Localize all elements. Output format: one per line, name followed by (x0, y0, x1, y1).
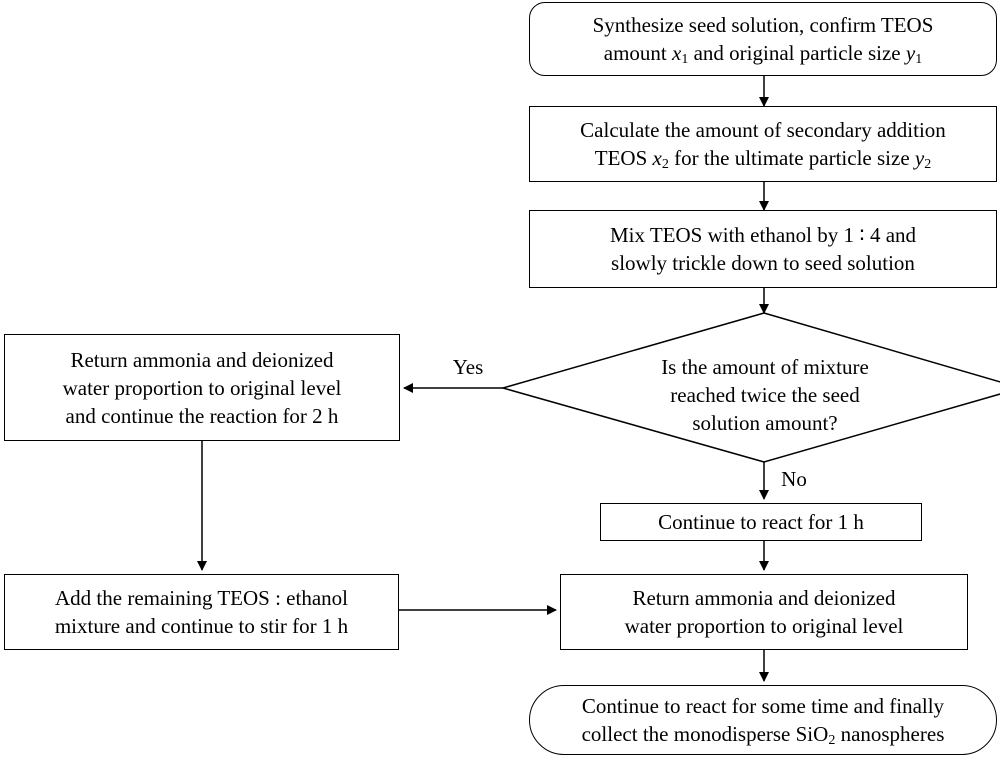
final-line-2-sub: 2 (828, 733, 836, 748)
seed-solution-step: Synthesize seed solution, confirm TEOS a… (529, 2, 997, 76)
return-to-level-step: Return ammonia and deionized water propo… (560, 574, 968, 650)
add-remaining-step: Add the remaining TEOS : ethanol mixture… (4, 574, 399, 650)
return-continue-line-1: Return ammonia and deionized (70, 347, 334, 372)
seed-line-1: Synthesize seed solution, confirm TEOS (592, 13, 934, 37)
seed-line-2-b: and original particle size (688, 41, 906, 65)
seed-line-2: amount x1 and original particle size y1 (593, 39, 934, 67)
return-level-line-2: water proportion to original level (624, 614, 904, 638)
seed-y-var: y (905, 41, 916, 65)
final-line-2: collect the monodisperse SiO2 nanosphere… (582, 720, 945, 748)
continue-react-line-1: Continue to react for 1 h (658, 510, 864, 534)
return-level-line-1: Return ammonia and deionized (632, 586, 896, 610)
add-remaining-line-1: Add the remaining TEOS : ethanol (55, 586, 348, 610)
calculate-y-sub: 2 (924, 157, 932, 172)
decision-line-1: Is the amount of mixture (661, 355, 869, 379)
add-remaining-line-2: mixture and continue to stir for 1 h (54, 614, 349, 638)
return-and-continue-step: Return ammonia and deionized water propo… (4, 334, 400, 441)
decision-line-3: solution amount? (692, 411, 838, 435)
calculate-line-2-b: for the ultimate particle size (668, 146, 915, 170)
calculate-line-1: Calculate the amount of secondary additi… (580, 118, 946, 142)
return-continue-line-2: water proportion to original level (62, 375, 342, 400)
final-line-2-b: nanospheres (835, 722, 945, 746)
return-continue-line-3: and continue the reaction for 2 h (65, 403, 339, 428)
decision-line-2: reached twice the seed (670, 383, 860, 407)
no-label: No (781, 467, 807, 491)
decision-text: Is the amount of mixture reached twice t… (620, 353, 910, 437)
final-line-1: Continue to react for some time and fina… (581, 694, 945, 718)
seed-x-sub: 1 (681, 52, 689, 67)
calculate-line-2-a: TEOS (594, 146, 653, 170)
mix-line-2: slowly trickle down to seed solution (611, 251, 915, 275)
mix-line-1: Mix TEOS with ethanol by 1 ∶ 4 and (609, 223, 917, 247)
calculate-y-var: y (914, 146, 925, 170)
final-step: Continue to react for some time and fina… (529, 685, 997, 755)
seed-line-2-a: amount (603, 41, 673, 65)
final-line-2-a: collect the monodisperse SiO (581, 722, 829, 746)
seed-y-sub: 1 (915, 52, 923, 67)
calculate-x-sub: 2 (661, 157, 669, 172)
yes-label: Yes (452, 355, 484, 379)
calculate-step: Calculate the amount of secondary additi… (529, 106, 997, 182)
calculate-x-var: x (652, 146, 662, 170)
mix-step: Mix TEOS with ethanol by 1 ∶ 4 and slowl… (529, 210, 997, 288)
calculate-line-2: TEOS x2 for the ultimate particle size y… (580, 144, 946, 172)
continue-react-step: Continue to react for 1 h (600, 503, 922, 541)
seed-x-var: x (672, 41, 682, 65)
